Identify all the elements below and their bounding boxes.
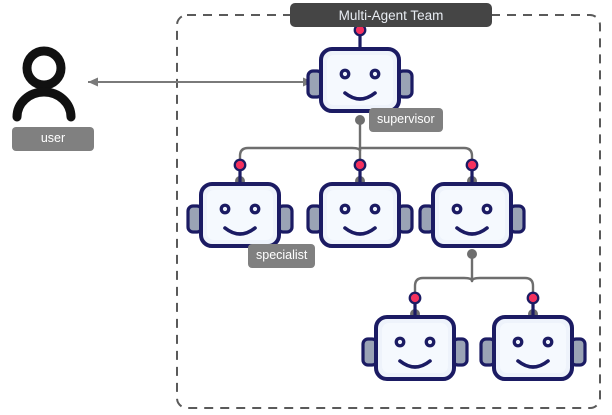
team-container-border <box>176 14 601 409</box>
agent-grandchild-2[interactable] <box>479 289 587 381</box>
connector-dots-level2 <box>410 249 538 319</box>
specialist-label: specialist <box>248 244 316 268</box>
agent-supervisor[interactable] <box>306 21 414 113</box>
connector-child3-grandchildren <box>413 250 535 316</box>
user-supervisor-link <box>88 77 313 87</box>
user-label: user <box>12 127 94 151</box>
team-title: Multi-Agent Team <box>290 3 492 27</box>
agent-grandchild-1[interactable] <box>361 289 469 381</box>
supervisor-label: supervisor <box>369 108 443 132</box>
agent-child-2[interactable] <box>306 156 414 248</box>
agent-child-3[interactable] <box>418 156 526 248</box>
agent-child-1[interactable] <box>186 156 294 248</box>
person-icon <box>12 46 76 122</box>
